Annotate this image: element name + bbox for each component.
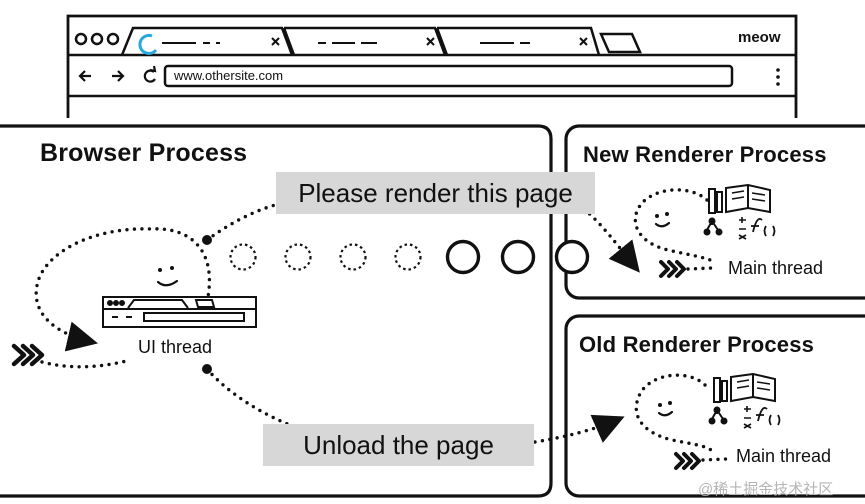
new-renderer-face [654,212,671,228]
old-main-thread-loop [634,373,714,453]
old-renderer-box [564,314,865,498]
browser-window [66,14,798,118]
forward-icon[interactable] [112,70,125,82]
watermark: @稀土掘金技术社区 [698,481,834,498]
tab-2[interactable] [282,26,447,56]
new-main-thread-loop [633,188,714,263]
window-controls[interactable] [74,32,120,46]
unload-request-message: Unload the page [263,424,534,466]
tools-book-icon [703,183,776,240]
old-main-thread-label: Main thread [736,446,832,466]
new-renderer-title: New Renderer Process [583,142,827,167]
ui-thread-face [156,266,179,287]
ui-thread-label: UI thread [138,337,213,357]
browser-process-box [0,124,553,498]
message-token-sent [445,239,481,275]
address-bar-url: www.othersite.com [174,68,284,83]
render-request-line [205,200,289,242]
ui-thread-tail [40,358,132,369]
ui-thread-loop [34,227,212,352]
reload-icon[interactable] [143,65,157,83]
message-token-pending [339,243,367,271]
message-token-pending [394,243,422,271]
new-tab-button[interactable] [599,32,642,54]
chevrons-icon [674,452,701,470]
message-token-pending [284,243,312,271]
old-renderer-title: Old Renderer Process [579,332,815,357]
tab-3[interactable] [435,26,601,56]
tab-active[interactable] [120,26,294,56]
new-main-thread-label: Main thread [728,258,824,278]
mini-browser-icon [102,296,257,328]
menu-icon[interactable] [776,68,780,86]
message-token-pending [229,243,257,271]
message-queue [229,239,590,275]
render-request-arrow [582,207,640,273]
old-main-thread-tail [701,457,728,462]
browser-process-title: Browser Process [40,139,248,167]
message-token-sent [554,239,590,275]
unload-request-arrow [533,414,625,444]
back-icon[interactable] [78,70,91,82]
chevrons-icon [11,343,45,367]
old-renderer-face [657,401,674,417]
new-main-thread-tail [686,266,714,271]
address-bar[interactable] [163,64,734,88]
message-token-sent [500,239,536,275]
chevrons-icon [659,260,686,278]
tools-book-icon [708,372,781,429]
render-request-message: Please render this page [276,172,595,214]
unload-request-line [205,367,300,430]
window-label: meow [738,29,781,46]
